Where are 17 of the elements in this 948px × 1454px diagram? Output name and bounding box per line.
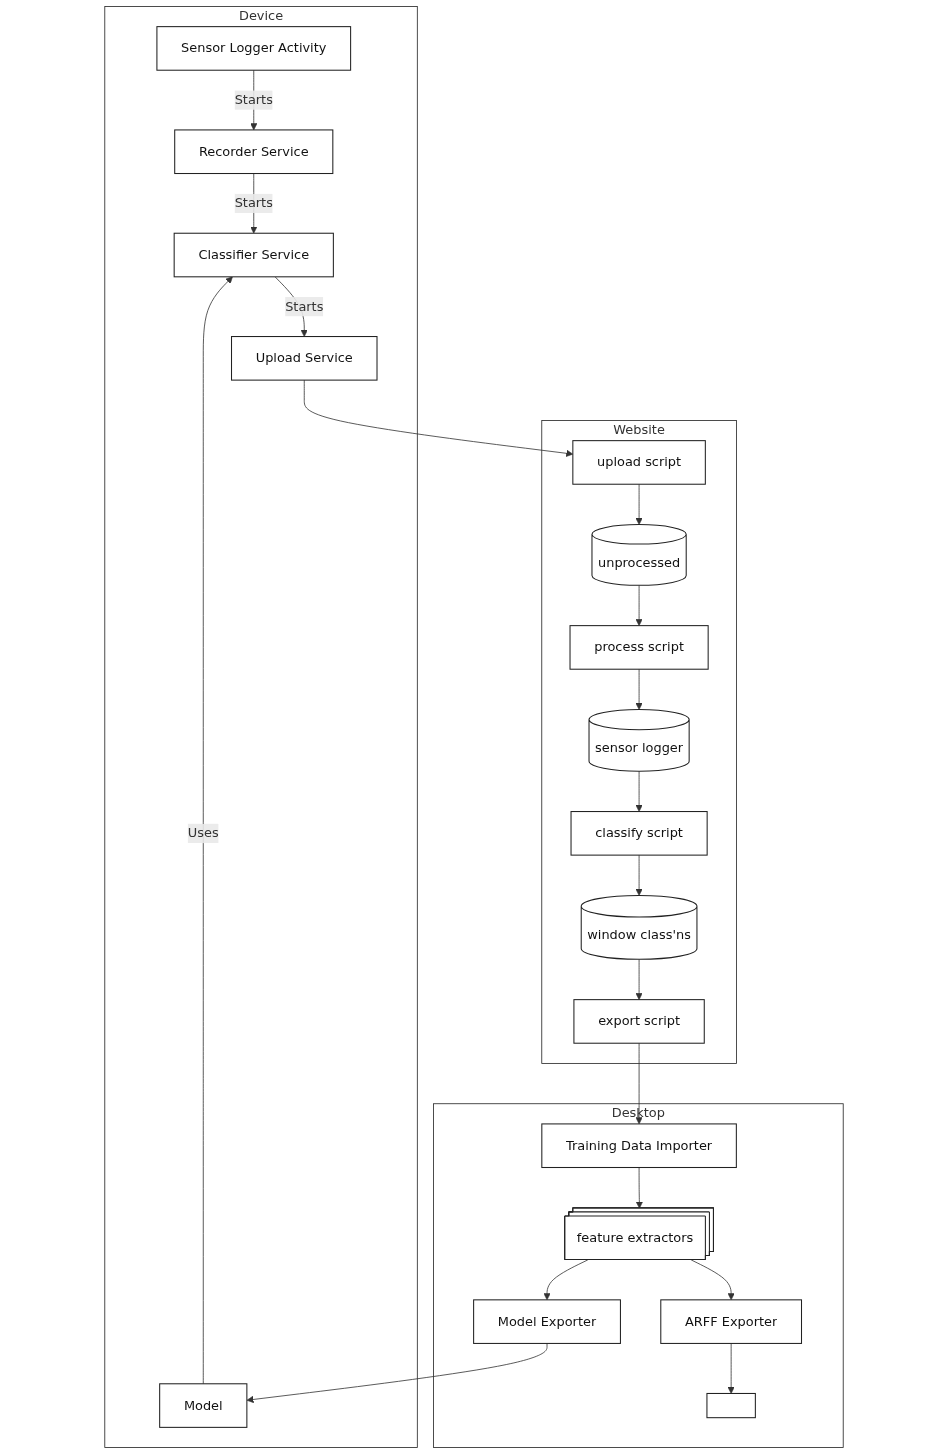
node-box: Sensor Logger Activity [156,26,352,71]
node-box: upload script [572,440,706,485]
edge-label: Starts [285,298,324,314]
edge-label: Uses [187,825,219,841]
node-box: Training Data Importer [541,1123,737,1169]
node-box: Recorder Service [174,129,334,175]
node-box [706,1392,756,1419]
node-box: Classifier Service [173,232,334,278]
node-box: Model Exporter [473,1299,621,1344]
node-box: classify script [570,811,708,856]
node-box: ARFF Exporter [660,1299,803,1344]
node-box: Model [159,1383,248,1428]
node-box: export script [573,999,705,1044]
node-box: Upload Service [231,336,378,381]
edge-label: Starts [234,195,273,211]
edge-label: Starts [234,92,273,108]
node-box: process script [569,625,709,670]
